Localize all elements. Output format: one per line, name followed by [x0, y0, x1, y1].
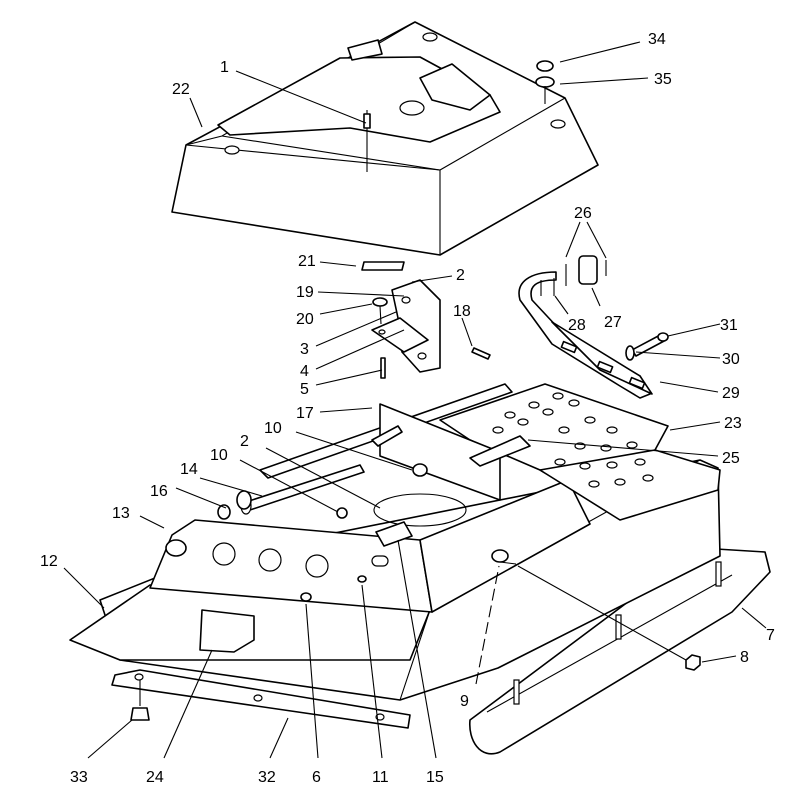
callout-30: 30	[722, 351, 740, 368]
screw-5	[380, 357, 386, 379]
callout-31: 31	[720, 317, 738, 334]
callout-6: 6	[312, 769, 321, 786]
bolt-33	[130, 680, 150, 721]
platform-holes	[492, 392, 654, 488]
callout-16: 16	[150, 483, 168, 500]
callout-9: 9	[460, 693, 469, 710]
callout-29: 29	[722, 385, 740, 402]
callout-14: 14	[180, 461, 198, 478]
callout-7: 7	[766, 627, 775, 644]
pin-1	[363, 110, 371, 172]
callout-2-mid: 2	[240, 433, 249, 450]
callout-25: 25	[722, 450, 740, 467]
handle-bracket-29	[518, 271, 653, 399]
callout-11: 11	[372, 769, 389, 786]
callout-3: 3	[300, 341, 309, 358]
callout-1: 1	[220, 59, 229, 76]
callout-28: 28	[568, 317, 586, 334]
bolt-20	[372, 297, 388, 325]
callout-32: 32	[258, 769, 276, 786]
callout-19: 19	[296, 284, 314, 301]
callout-35: 35	[654, 71, 672, 88]
callout-10-upper: 10	[264, 420, 282, 437]
bolt-31	[625, 332, 669, 361]
callout-27: 27	[604, 314, 622, 331]
callout-34: 34	[648, 31, 666, 48]
callout-labels: 1 22 34 35 26 21 2 19 20 18 28 27 31 3 3…	[40, 31, 775, 786]
plate-21	[361, 261, 405, 271]
callout-33: 33	[70, 769, 88, 786]
callout-21: 21	[298, 253, 316, 270]
callout-20: 20	[296, 311, 314, 328]
callout-4: 4	[300, 363, 309, 380]
callout-15: 15	[426, 769, 444, 786]
nut-34	[535, 60, 555, 104]
bar-32	[111, 669, 411, 729]
callout-22: 22	[172, 81, 190, 98]
callout-26: 26	[574, 205, 592, 222]
clip-27	[565, 255, 607, 286]
callout-13: 13	[112, 505, 130, 522]
hinge-bracket-19	[371, 279, 441, 373]
pin-18	[471, 347, 491, 360]
leader-lines	[63, 41, 767, 759]
callout-24: 24	[146, 769, 164, 786]
callout-5: 5	[300, 381, 309, 398]
callout-8: 8	[740, 649, 749, 666]
callout-18: 18	[453, 303, 471, 320]
callout-23: 23	[724, 415, 742, 432]
callout-17: 17	[296, 405, 314, 422]
hood-cover	[171, 21, 599, 256]
callout-12: 12	[40, 553, 58, 570]
callout-2-top: 2	[456, 267, 465, 284]
main-body	[69, 383, 771, 755]
callout-10-lower: 10	[210, 447, 228, 464]
